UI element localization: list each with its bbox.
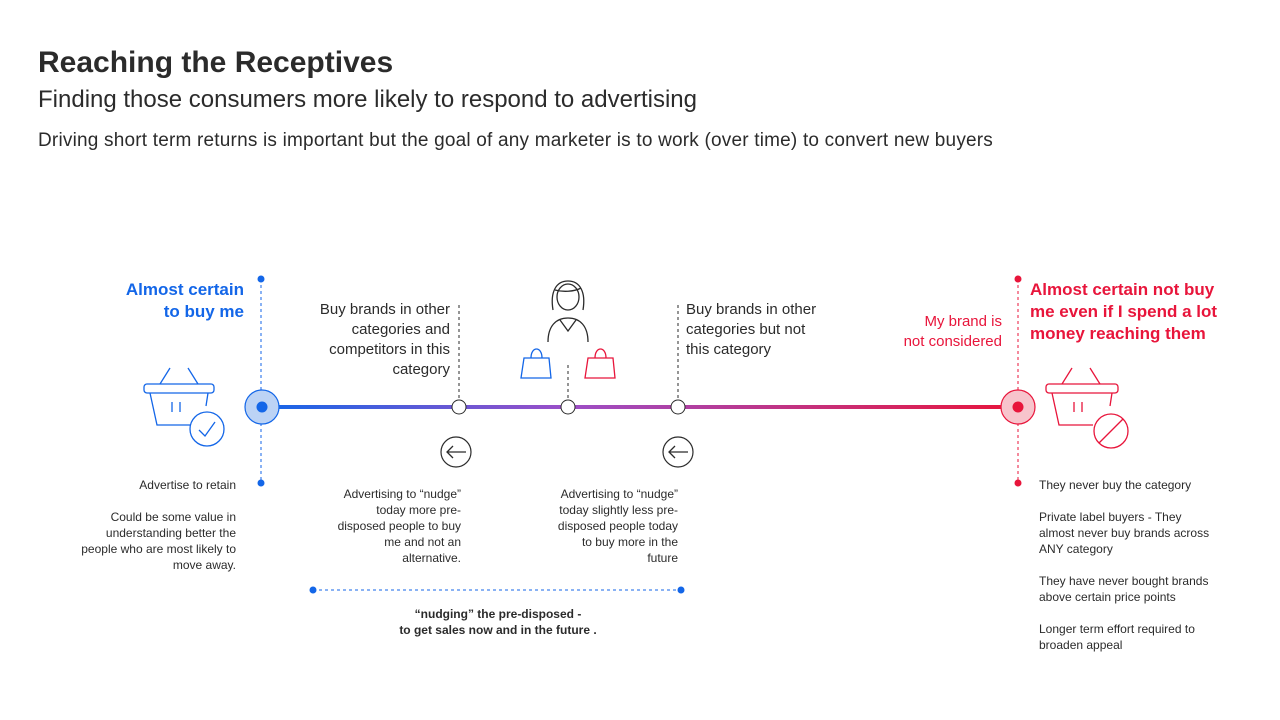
marker-3-note-line: future — [647, 551, 678, 565]
left-end-detail-line: understanding better the — [105, 526, 236, 540]
right-end-side-label-line: My brand is — [924, 313, 1002, 330]
marker-3-label-line: Buy brands in other — [686, 301, 817, 318]
right-end-note-line: They have never bought brands — [1039, 574, 1209, 588]
right-end-note-line: Longer term effort required to — [1039, 622, 1195, 636]
right-end-note-line: They never buy the category — [1039, 478, 1192, 492]
left-end-heading-line: Almost certain — [125, 280, 244, 299]
marker-3-note: Advertising to “nudge” today slightly le… — [506, 486, 678, 566]
right-end-side-label-line: not considered — [903, 333, 1002, 350]
bracket-caption-line: “nudging” the pre-disposed - — [414, 607, 582, 621]
marker-3-label: Buy brands in other categories but not t… — [686, 300, 866, 360]
right-end-side-label: My brand is not considered — [860, 312, 1002, 352]
person-icon — [547, 280, 589, 343]
marker-1-label-line: Buy brands in other — [319, 301, 450, 318]
left-end-detail-line: move away. — [172, 558, 236, 572]
right-end-note: Private label buyers - They almost never… — [1039, 509, 1269, 557]
left-dashed-bottom-dot — [257, 479, 265, 487]
left-end-note: Advertise to retain — [139, 478, 236, 492]
left-endpoint-dot — [256, 401, 268, 413]
marker-1-note-line: me and not an — [384, 535, 461, 549]
basket-blocked-icon — [1045, 367, 1129, 449]
left-dashed-top-dot — [257, 275, 265, 283]
marker-1-label-line: categories and — [351, 321, 450, 338]
marker-1-note-line: Advertising to “nudge” — [343, 487, 461, 501]
left-end-detail-line: people who are most likely to — [81, 542, 236, 556]
right-dashed-top-dot — [1014, 275, 1022, 283]
right-end-heading-line: money reaching them — [1030, 324, 1206, 343]
basket-check-icon — [143, 367, 225, 447]
right-end-note: They never buy the category — [1039, 477, 1269, 493]
right-end-note-line: ANY category — [1039, 542, 1113, 556]
right-end-heading-line: Almost certain not buy — [1030, 280, 1215, 299]
page-title: Reaching the Receptives — [38, 46, 394, 79]
marker-3-note-line: to buy more in the — [581, 535, 678, 549]
bracket-right-dot — [677, 586, 685, 594]
right-end-notes: They never buy the category Private labe… — [1039, 477, 1269, 653]
marker-2 — [560, 399, 576, 415]
marker-3-note-line: disposed people today — [557, 519, 678, 533]
shopping-bag-icon — [584, 348, 616, 379]
left-end-heading-line: to buy me — [163, 302, 244, 321]
marker-1-note-line: alternative. — [402, 551, 461, 565]
bracket-caption-line: to get sales now and in the future . — [399, 623, 597, 637]
right-end-note: They have never bought brands above cert… — [1039, 573, 1269, 605]
marker-1-label: Buy brands in other categories and compe… — [270, 300, 450, 380]
marker-3 — [670, 399, 686, 415]
left-end-detail-line: Could be some value in — [110, 510, 236, 524]
marker-3-label-line: categories but not — [686, 321, 806, 338]
right-endpoint-dot — [1012, 401, 1024, 413]
marker-1-label-line: category — [392, 361, 450, 378]
bracket-left-dot — [309, 586, 317, 594]
right-end-heading: Almost certain not buy me even if I spen… — [1030, 279, 1270, 345]
arrow-left-icon — [662, 436, 694, 468]
marker-3-note-line: Advertising to “nudge” — [560, 487, 678, 501]
shopping-bag-icon — [520, 348, 552, 379]
page-subtitle: Finding those consumers more likely to r… — [38, 86, 697, 113]
right-end-note: Longer term effort required to broaden a… — [1039, 621, 1269, 653]
marker-3-note-line: today slightly less pre- — [559, 503, 678, 517]
marker-3-label-line: this category — [686, 341, 772, 358]
right-end-note-line: broaden appeal — [1039, 638, 1123, 652]
marker-1-note: Advertising to “nudge” today more pre- d… — [290, 486, 461, 566]
page-description: Driving short term returns is important … — [38, 130, 994, 151]
left-end-heading: Almost certain to buy me — [80, 279, 244, 323]
right-end-note-line: above certain price points — [1039, 590, 1176, 604]
right-end-note-line: almost never buy brands across — [1039, 526, 1210, 540]
marker-1-label-line: competitors in this — [329, 341, 450, 358]
arrow-left-icon — [440, 436, 472, 468]
right-dashed-bottom-dot — [1014, 479, 1022, 487]
right-end-heading-line: me even if I spend a lot — [1030, 302, 1218, 321]
right-end-note-line: Private label buyers - They — [1039, 510, 1182, 524]
left-end-detail: Could be some value in understanding bet… — [40, 509, 236, 573]
bracket-caption: “nudging” the pre-disposed - to get sale… — [313, 606, 683, 638]
marker-1 — [451, 399, 467, 415]
marker-1-note-line: today more pre- — [376, 503, 461, 517]
marker-1-note-line: disposed people to buy — [337, 519, 461, 533]
